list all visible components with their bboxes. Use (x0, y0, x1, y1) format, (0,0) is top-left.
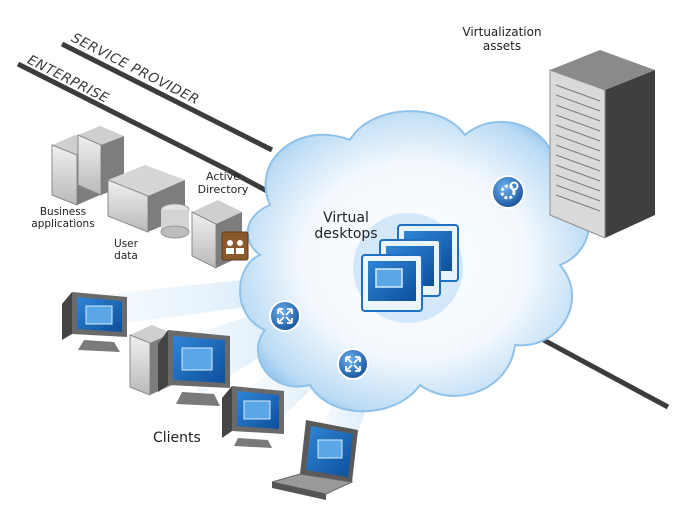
expand-arrows-badge-icon (269, 300, 301, 332)
label-business-applications: Business applications (24, 206, 102, 230)
monitor-icon-2 (158, 330, 230, 406)
label-virtual-desktops-line1: Virtual (323, 210, 369, 226)
label-active-directory-line1: Active (205, 170, 241, 183)
label-virtual-desktops: Virtual desktops (306, 210, 386, 242)
enterprise-divider (16, 61, 230, 173)
service-provider-divider (60, 41, 274, 153)
label-user-data: User data (104, 238, 148, 262)
label-virtualization-assets: Virtualization assets (462, 25, 542, 54)
active-directory-icon (191, 200, 249, 269)
label-active-directory-line2: Directory (197, 182, 249, 196)
expand-arrows-badge-icon-2 (337, 348, 369, 380)
label-user-data-line2: data (114, 250, 138, 263)
label-virtualization-assets-line1: Virtualization (462, 25, 542, 39)
server-rack-icon (549, 50, 655, 239)
label-business-applications-line1: Business (39, 206, 87, 218)
laptop-icon (271, 420, 358, 500)
storage-array-icon (107, 165, 190, 239)
label-virtualization-assets-line2: assets (482, 38, 522, 53)
gear-badge-icon (491, 175, 525, 209)
virtual-desktop-stack-icon (353, 213, 463, 323)
label-user-data-line1: User (114, 238, 138, 250)
label-clients: Clients (153, 430, 201, 446)
label-business-applications-line2: applications (31, 218, 95, 231)
label-virtual-desktops-line2: desktops (314, 226, 378, 243)
monitor-icon-3 (222, 386, 284, 448)
monitor-icon (62, 292, 127, 352)
label-active-directory: Active Directory (188, 170, 258, 196)
